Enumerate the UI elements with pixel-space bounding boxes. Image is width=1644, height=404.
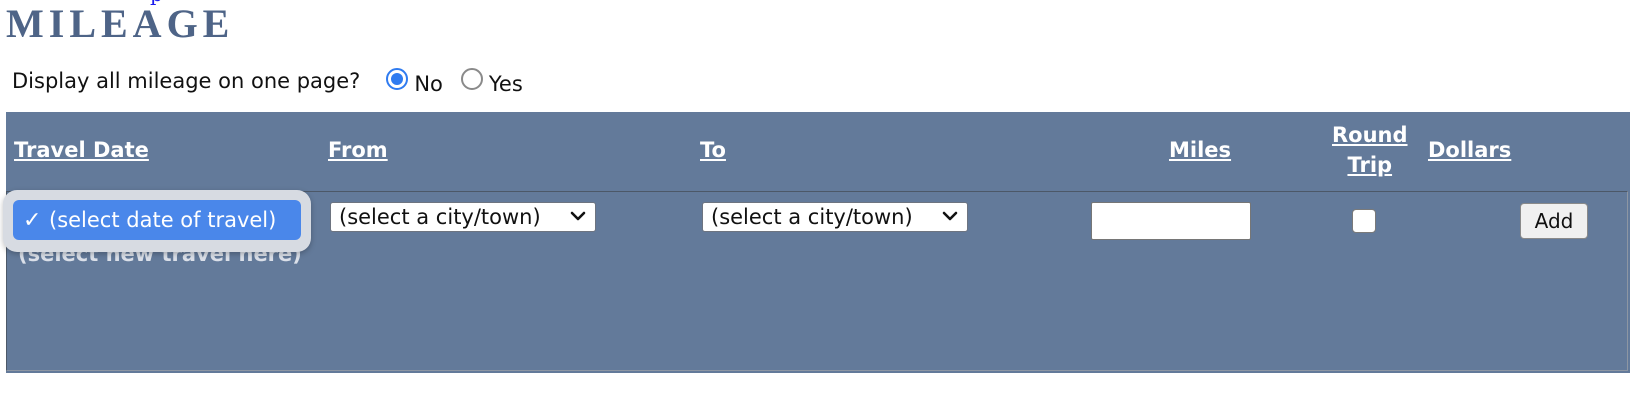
page-title: MILEAGE [6, 1, 235, 46]
header-from[interactable]: From [328, 138, 388, 162]
add-button[interactable]: Add [1520, 203, 1588, 239]
radio-yes-label[interactable]: Yes [488, 72, 523, 96]
header-dollars[interactable]: Dollars [1428, 138, 1512, 162]
radio-no-label[interactable]: No [414, 72, 443, 96]
display-all-mileage-option: Display all mileage on one page? No Yes [12, 66, 523, 96]
to-city-value[interactable]: (select a city/town) [711, 205, 913, 229]
header-round-trip-line1[interactable]: Round [1332, 123, 1408, 147]
header-travel-date[interactable]: Travel Date [14, 138, 149, 162]
display-all-question: Display all mileage on one page? [12, 69, 361, 93]
travel-date-option-label[interactable]: (select date of travel) [49, 208, 277, 232]
radio-yes[interactable] [460, 68, 483, 90]
checkmark-icon: ✓ [23, 207, 42, 233]
entry-row [6, 191, 1628, 371]
travel-date-option-selected[interactable]: ✓ (select date of travel) [13, 200, 301, 240]
round-trip-checkbox[interactable] [1352, 209, 1376, 233]
radio-no[interactable] [386, 68, 409, 90]
travel-date-dropdown-menu[interactable]: ✓ (select date of travel) [3, 190, 311, 252]
chevron-down-icon [570, 211, 586, 221]
header-round-trip[interactable]: Round Trip [1332, 120, 1408, 180]
from-city-select[interactable]: (select a city/town) [330, 202, 596, 232]
from-city-value[interactable]: (select a city/town) [339, 205, 541, 229]
miles-input[interactable] [1091, 202, 1251, 240]
chevron-down-icon [942, 211, 958, 221]
to-city-select[interactable]: (select a city/town) [702, 202, 968, 232]
header-round-trip-line2[interactable]: Trip [1347, 153, 1393, 177]
mileage-table: Travel Date From To Miles Round Trip Dol… [3, 112, 1630, 373]
header-miles[interactable]: Miles [1169, 138, 1232, 162]
header-to[interactable]: To [700, 138, 726, 162]
